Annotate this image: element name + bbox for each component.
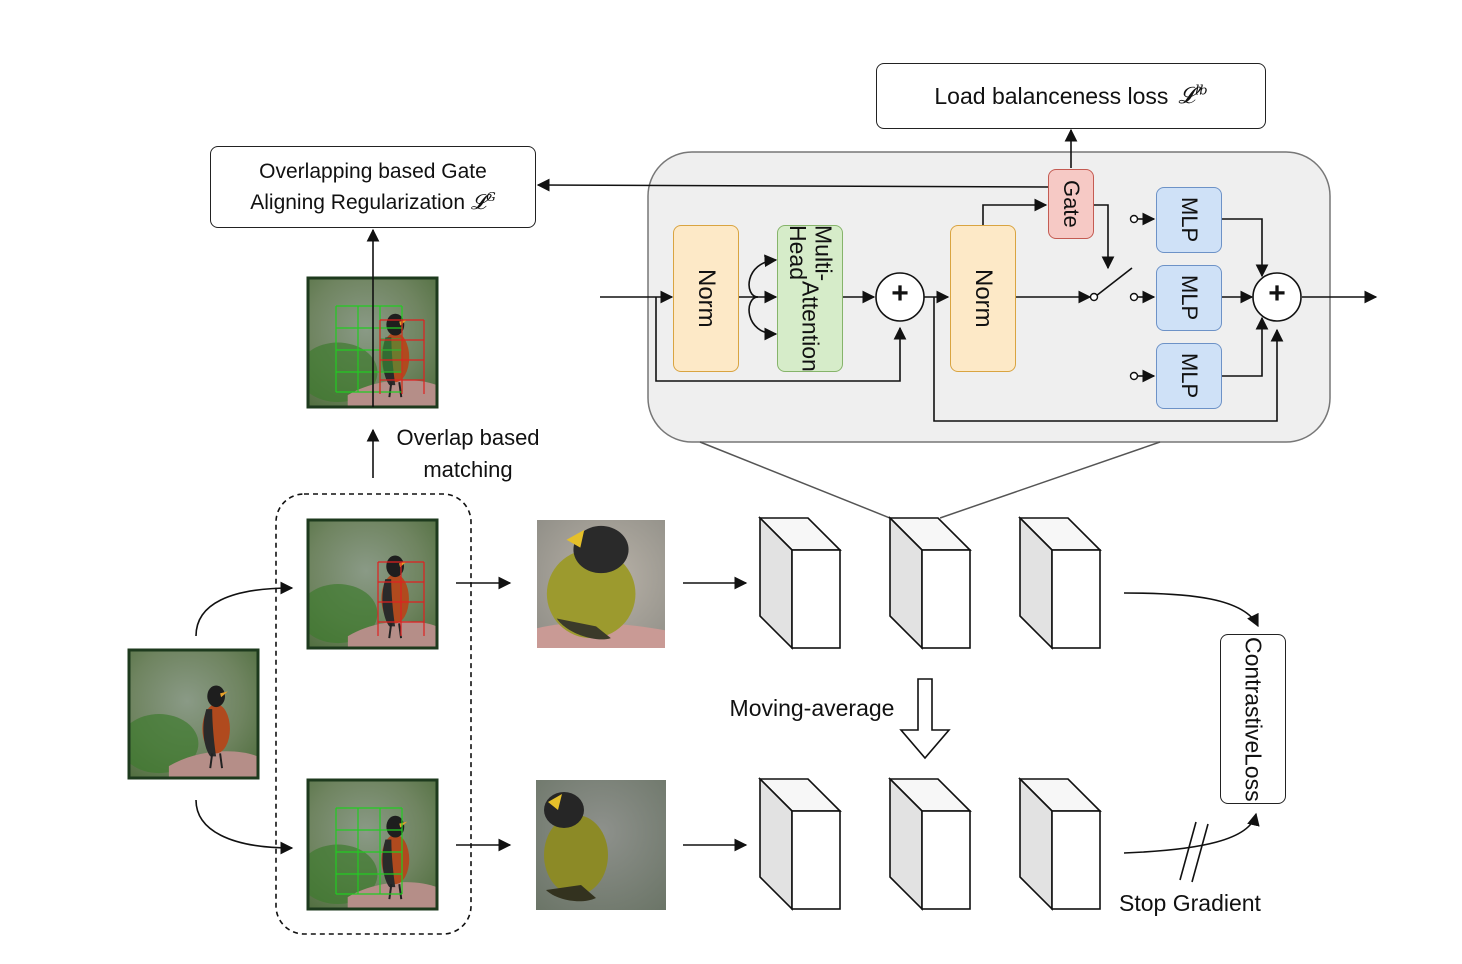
gate-align-loss-box: Overlapping based Gate Aligning Regulari… bbox=[210, 146, 536, 228]
mha-label-line2: Attention bbox=[797, 281, 824, 373]
mlp1-to-sum bbox=[1222, 218, 1269, 278]
residual-add-1 bbox=[875, 272, 925, 322]
gate-align-loss-superscript: G bbox=[486, 190, 496, 204]
contrastive-loss-box: Contrastive Loss bbox=[1220, 634, 1286, 804]
plus-symbol-1: + bbox=[891, 277, 909, 310]
router-switch bbox=[1095, 267, 1133, 297]
zoom-line-right bbox=[939, 441, 1161, 519]
online-to-loss bbox=[1123, 592, 1259, 628]
moe-sum bbox=[1252, 272, 1302, 322]
contrastive-loss-line2: Loss bbox=[1240, 752, 1267, 802]
mlp3-label: MLP bbox=[1177, 353, 1202, 399]
crop-views-group bbox=[275, 493, 472, 935]
norm1-label: Norm bbox=[693, 269, 720, 328]
encoder-block bbox=[1018, 777, 1102, 911]
gate-label: Gate bbox=[1059, 180, 1084, 228]
matched-view-image bbox=[306, 276, 439, 409]
qkv-branch-down bbox=[748, 296, 778, 341]
load-balance-loss-symbol: 𝓛 bbox=[1178, 83, 1196, 109]
augmented-view1-image bbox=[537, 520, 665, 648]
mlp2-label: MLP bbox=[1177, 275, 1202, 321]
overlap-label-line2: matching bbox=[423, 456, 513, 482]
plus-symbol-2: + bbox=[1268, 277, 1286, 310]
load-balance-loss-superscript: lb bbox=[1195, 83, 1208, 99]
mlp1-label: MLP bbox=[1177, 197, 1202, 243]
multi-head-attention-module: Multi-Head Attention bbox=[777, 225, 843, 372]
gate-control bbox=[1094, 204, 1115, 270]
gate-module: Gate bbox=[1048, 169, 1094, 239]
encoder-block bbox=[758, 516, 842, 650]
stop-gradient-mark-2 bbox=[1191, 823, 1209, 883]
input-image bbox=[127, 648, 260, 780]
encoder-block bbox=[888, 516, 972, 650]
gate-align-loss-symbol: 𝓛 bbox=[470, 190, 487, 214]
residual-1 bbox=[655, 297, 907, 382]
augmented-view2-image bbox=[536, 780, 666, 910]
gate-align-loss-line1: Overlapping based Gate bbox=[259, 159, 487, 183]
moving-average-arrow bbox=[899, 678, 951, 760]
load-balance-loss-label: Load balanceness loss bbox=[934, 82, 1169, 109]
encoder-block bbox=[1018, 516, 1102, 650]
target-to-loss bbox=[1123, 812, 1260, 854]
qkv-branch-up bbox=[748, 254, 778, 298]
momentum-encoder bbox=[758, 777, 1102, 911]
norm2-label: Norm bbox=[970, 269, 997, 328]
load-balance-loss-box: Load balanceness loss 𝓛lb bbox=[876, 63, 1266, 129]
overlap-matching-label: Overlap based matching bbox=[388, 422, 548, 486]
moving-average-label: Moving-average bbox=[729, 695, 895, 721]
overlap-label-line1: Overlap based bbox=[396, 425, 540, 450]
gate-to-align-loss bbox=[536, 178, 1049, 192]
encoder-block bbox=[888, 777, 972, 911]
mlp-expert-1: MLP bbox=[1156, 187, 1222, 253]
contrastive-loss-line1: Contrastive bbox=[1240, 636, 1267, 753]
norm2-to-gate bbox=[982, 198, 1048, 226]
online-encoder bbox=[758, 516, 1102, 650]
encoder-block bbox=[758, 777, 842, 911]
mha-label-line1: Multi-Head bbox=[785, 224, 837, 282]
stop-gradient-mark-1 bbox=[1179, 821, 1197, 881]
mlp-expert-2: MLP bbox=[1156, 265, 1222, 331]
residual-2 bbox=[933, 297, 1284, 422]
gate-align-loss-line2: Aligning Regularization bbox=[250, 191, 466, 214]
mlp-expert-3: MLP bbox=[1156, 343, 1222, 409]
zoom-line-left bbox=[699, 441, 891, 519]
view2-image bbox=[306, 778, 439, 911]
norm1-module: Norm bbox=[673, 225, 739, 372]
mlp3-to-sum bbox=[1222, 316, 1269, 377]
norm2-module: Norm bbox=[950, 225, 1016, 372]
input-to-view1 bbox=[195, 581, 294, 637]
input-to-view2 bbox=[195, 799, 294, 855]
stop-gradient-label: Stop Gradient bbox=[1119, 890, 1261, 916]
view1-image bbox=[306, 518, 439, 650]
